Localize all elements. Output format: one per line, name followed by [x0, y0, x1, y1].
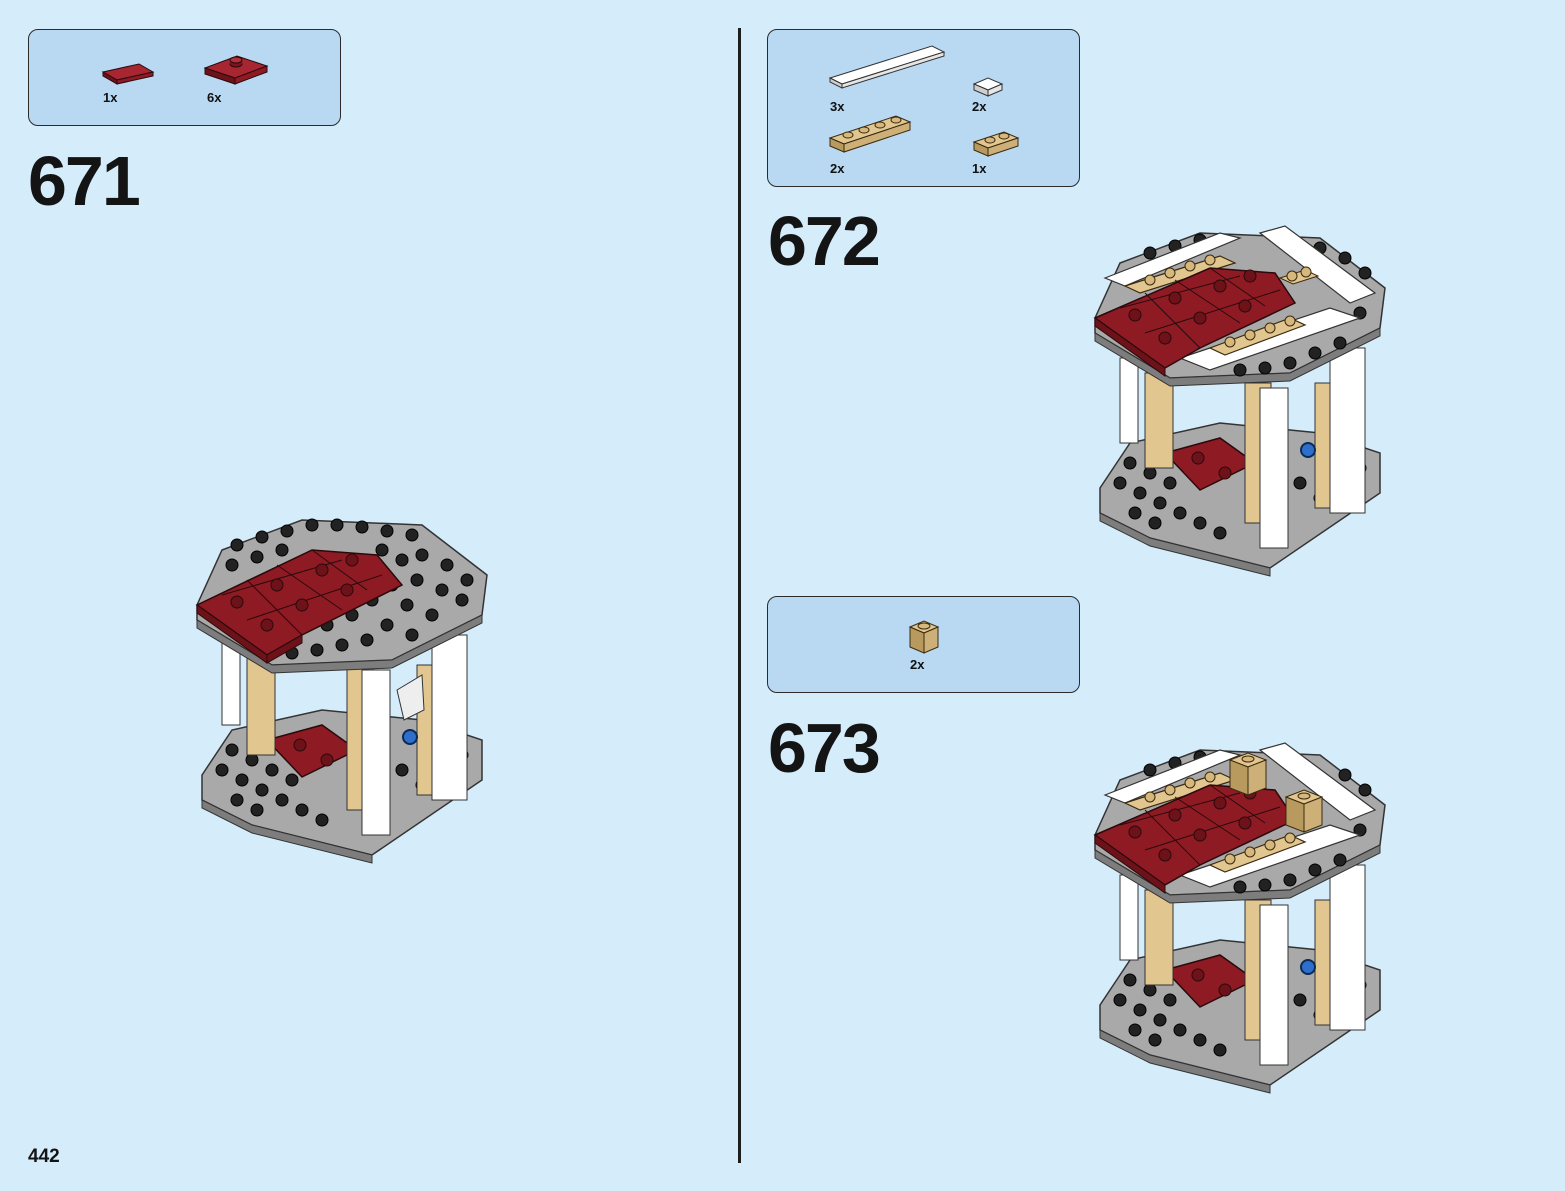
part-qty: 3x [830, 99, 845, 114]
page-divider [738, 28, 741, 1163]
part-dark-red-tile-1x2-icon [101, 63, 155, 85]
tan-brick-1x1-added [1284, 789, 1324, 833]
part-qty: 1x [972, 161, 987, 176]
step-number-673: 673 [768, 709, 881, 787]
page-number: 442 [28, 1146, 60, 1167]
part-white-tile-1x6-icon [828, 45, 946, 89]
model-step-672-illustration [1093, 225, 1386, 577]
part-qty: 2x [910, 657, 925, 672]
part-white-tile-1x1-icon [972, 77, 1004, 97]
parts-callout-672: 3x 2x 2x 1x [767, 29, 1080, 187]
part-dark-red-jumper-plate-icon [203, 55, 269, 85]
part-qty: 2x [972, 99, 987, 114]
part-tan-brick-1x1-icon [908, 620, 940, 654]
model-step-673-illustration [1093, 742, 1386, 1094]
step-number-672: 672 [768, 202, 881, 280]
part-tan-plate-1x4-icon [828, 115, 912, 153]
parts-callout-671: 1x 6x [28, 29, 341, 126]
step-number-671: 671 [28, 142, 141, 220]
part-tan-plate-1x2-icon [972, 131, 1020, 157]
part-qty: 2x [830, 161, 845, 176]
part-qty: 1x [103, 90, 118, 105]
part-qty: 6x [207, 90, 222, 105]
tan-brick-1x1-added [1228, 752, 1268, 796]
parts-callout-673: 2x [767, 596, 1080, 693]
model-step-671-illustration [195, 518, 488, 864]
